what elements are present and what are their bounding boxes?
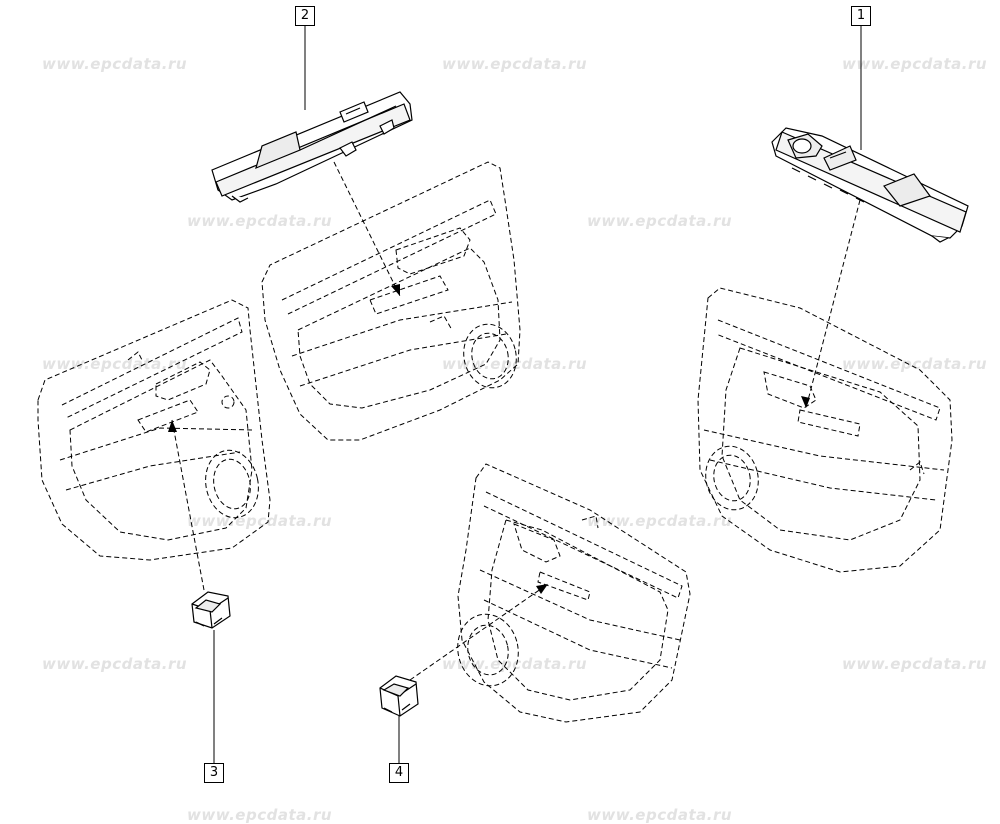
leader-line-3: [171, 419, 205, 591]
watermark: www.epcdata.ru: [842, 355, 988, 373]
watermark: www.epcdata.ru: [42, 655, 188, 673]
callout-2[interactable]: 2: [295, 6, 315, 26]
watermark: www.epcdata.ru: [842, 55, 988, 73]
front-left-door-panel: [697, 287, 953, 573]
callout-3[interactable]: 3: [204, 763, 224, 783]
watermark: www.epcdata.ru: [187, 212, 333, 230]
watermark: www.epcdata.ru: [587, 512, 733, 530]
front-right-window-switch-panel-icon[interactable]: [211, 91, 413, 203]
front-left-window-switch-panel-icon[interactable]: [771, 127, 969, 243]
rear-right-door-panel: [457, 463, 691, 723]
watermark: www.epcdata.ru: [442, 355, 588, 373]
callout-4[interactable]: 4: [389, 763, 409, 783]
watermark: www.epcdata.ru: [442, 655, 588, 673]
watermark: www.epcdata.ru: [442, 55, 588, 73]
callout-1[interactable]: 1: [851, 6, 871, 26]
watermark: www.epcdata.ru: [42, 355, 188, 373]
watermark: www.epcdata.ru: [42, 55, 188, 73]
leader-line-4: [409, 583, 549, 681]
watermark: www.epcdata.ru: [842, 655, 988, 673]
front-right-door-panel: [261, 161, 521, 441]
rear-left-window-switch-icon[interactable]: [191, 591, 231, 629]
leader-line-1: [805, 199, 861, 409]
watermark: www.epcdata.ru: [587, 212, 733, 230]
rear-right-window-switch-icon[interactable]: [379, 675, 419, 717]
watermark: www.epcdata.ru: [187, 512, 333, 530]
rear-left-door-panel: [37, 299, 271, 561]
leader-line-2: [333, 161, 401, 297]
